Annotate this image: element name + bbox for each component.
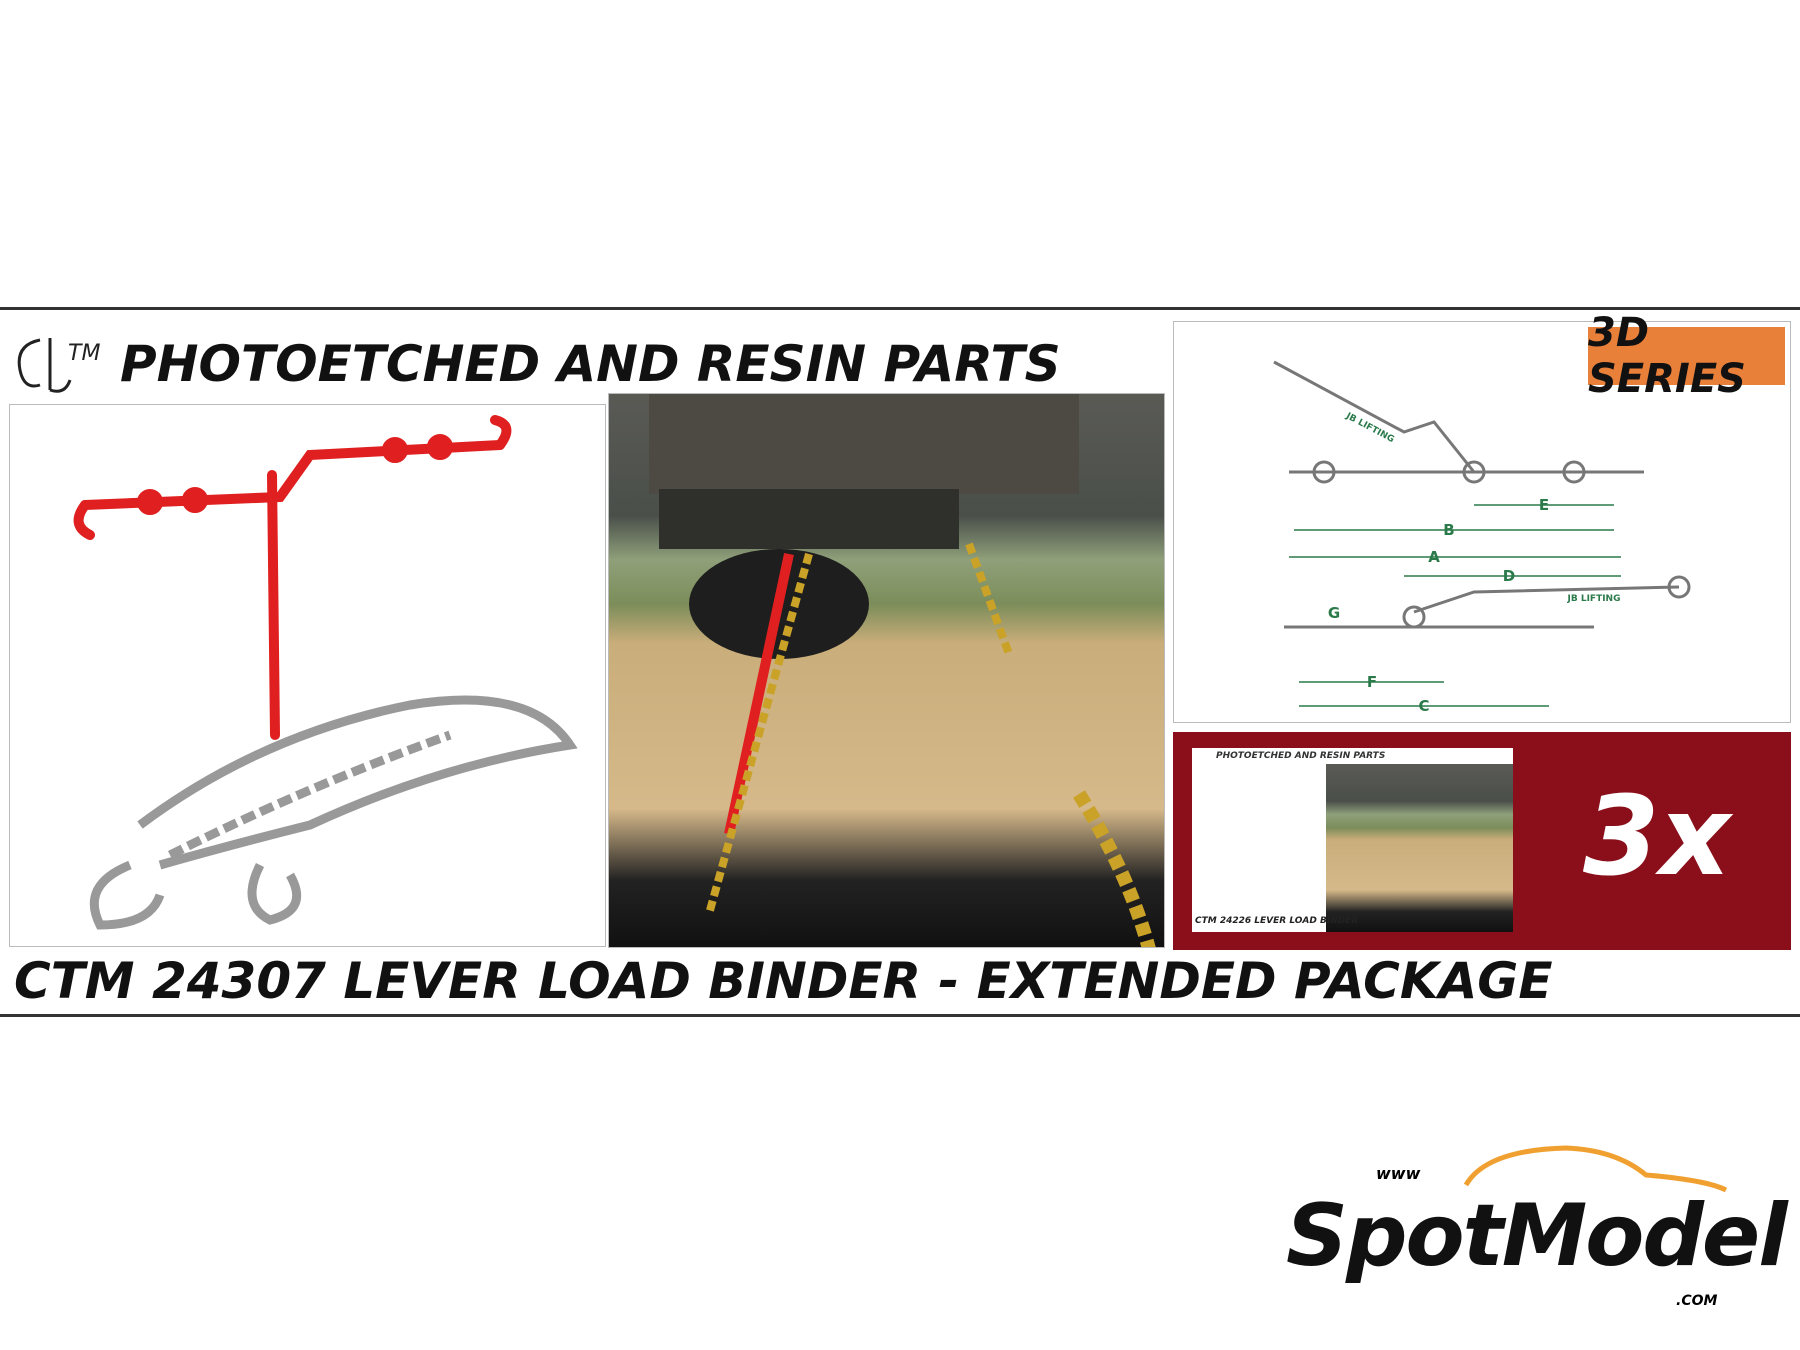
promo-box: PHOTOETCHED AND RESIN PARTS CTM 24226 LE…: [1173, 732, 1791, 950]
dimension-diagram: A B C D E F G JB LIFTING JB LIFTING: [1173, 321, 1791, 723]
ctm-logo-icon: TM: [17, 338, 100, 393]
bottom-frame-line: [0, 1014, 1800, 1017]
top-frame-line: [0, 307, 1800, 310]
dim-label-c: C: [1418, 697, 1429, 715]
dim-label-g: G: [1328, 604, 1340, 622]
dim-label-e: E: [1539, 496, 1549, 514]
watermark-prefix: www: [1376, 1164, 1421, 1183]
dim-label-d: D: [1503, 567, 1515, 585]
svg-text:TM: TM: [68, 341, 100, 366]
header-title: PHOTOETCHED AND RESIN PARTS: [120, 335, 1061, 393]
dim-label-f: F: [1367, 673, 1377, 691]
watermark-brand: SpotModel: [1286, 1186, 1788, 1286]
product-title: CTM 24307 LEVER LOAD BINDER - EXTENDED P…: [14, 952, 1553, 1010]
binder-dimension-drawing-icon: A B C D E F G JB LIFTING JB LIFTING: [1273, 360, 1691, 715]
dim-label-a: A: [1428, 548, 1440, 566]
car-outline-icon: [1463, 1145, 1728, 1193]
ctm-logo: TM: [10, 330, 110, 400]
handle-text-top: JB LIFTING: [1343, 411, 1395, 445]
handle-text-bottom: JB LIFTING: [1567, 594, 1621, 604]
quantity-multiplier: 3x: [1583, 772, 1731, 900]
thumb-caption: CTM 24226 LEVER LOAD BINDER: [1195, 916, 1359, 926]
watermark-suffix: .COM: [1676, 1293, 1718, 1309]
thumb-header: PHOTOETCHED AND RESIN PARTS: [1216, 751, 1386, 761]
promo-thumbnail: PHOTOETCHED AND RESIN PARTS CTM 24226 LE…: [1192, 748, 1513, 932]
thumb-photo: [1326, 764, 1513, 932]
product-parts-image: [9, 404, 606, 947]
load-binder-and-chain-icon: [73, 415, 578, 930]
spotmodel-watermark: www SpotModel .COM: [1286, 1140, 1788, 1320]
3d-series-badge: 3D SERIES: [1588, 310, 1785, 402]
dim-label-b: B: [1443, 521, 1454, 539]
truck-tiedown-photo: [608, 393, 1165, 948]
chain-tiedown-photo-icon: [649, 394, 1156, 947]
